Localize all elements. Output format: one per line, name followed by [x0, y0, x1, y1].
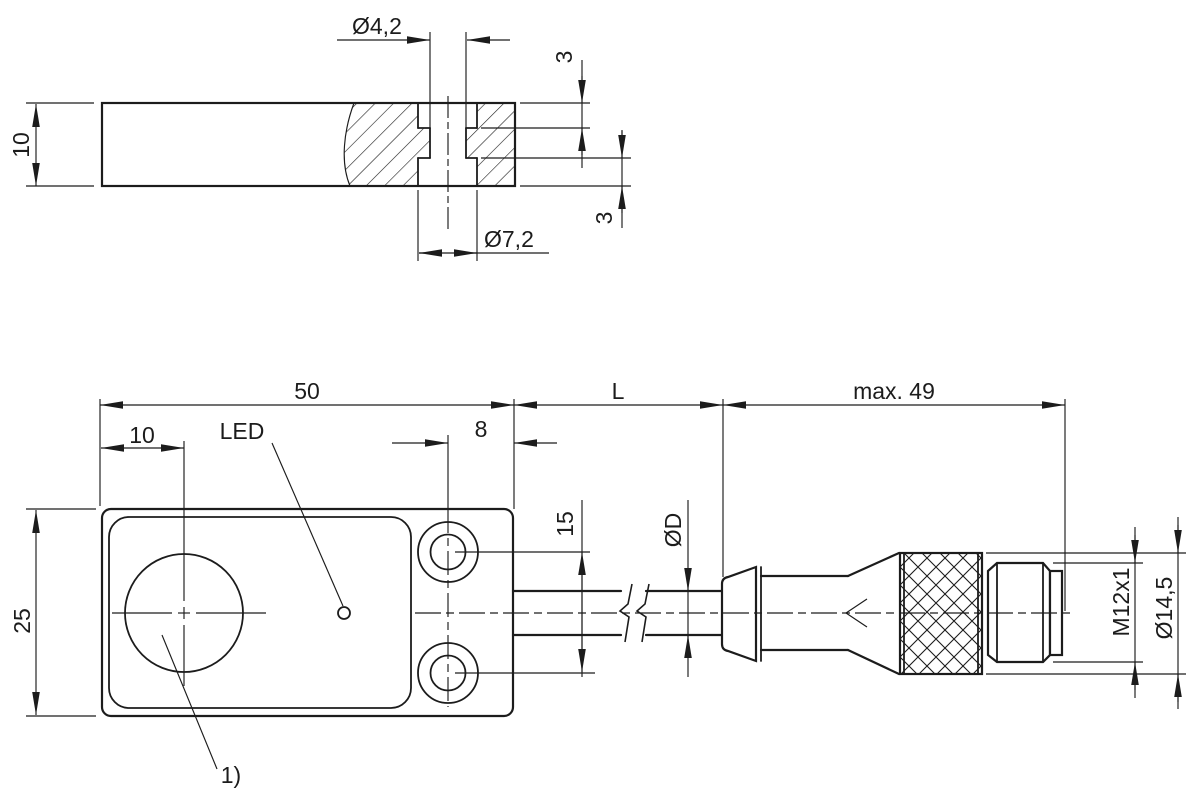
top-view-section: Ø4,2 Ø7,2 3 3 — [8, 13, 631, 261]
strain-relief-cone — [720, 565, 758, 663]
front-view: 50 L max. 49 10 8 15 ØD — [9, 378, 1186, 788]
counterbore-hole-outline — [417, 102, 478, 187]
dim-bore-diameter: Ø4,2 — [337, 13, 510, 44]
dim-active-face-offset: 10 — [101, 422, 184, 452]
dim-counterbore-diameter: Ø7,2 — [419, 226, 549, 257]
break-line — [343, 102, 355, 187]
dim-connector-length-text: max. 49 — [853, 378, 935, 404]
dim-hole-spacing: 15 — [455, 500, 595, 677]
dim-hole-spacing-text: 15 — [552, 511, 578, 537]
cable-break-symbol — [618, 583, 650, 643]
footnote-callout: 1) — [161, 634, 241, 788]
dim-housing-length-text: 50 — [294, 378, 320, 404]
dim-connector-diameter-text: Ø14,5 — [1151, 577, 1177, 640]
dim-hole-edge-distance: 8 — [392, 416, 557, 447]
dim-counterbore-depth-bottom-text: 3 — [591, 212, 617, 225]
dim-active-face-offset-text: 10 — [129, 422, 155, 448]
footnote-ref-text: 1) — [221, 762, 241, 788]
dim-housing-length: 50 L max. 49 — [99, 378, 1066, 611]
led-indicator — [337, 606, 351, 620]
dim-connector-diameter: Ø14,5 — [986, 517, 1186, 709]
active-face-frame — [108, 516, 412, 709]
dim-thread-spec-text: M12x1 — [1108, 567, 1134, 636]
dim-housing-width-text: 25 — [9, 608, 35, 634]
led-label: LED — [220, 418, 265, 444]
plate-outline — [100, 101, 517, 188]
dim-counterbore-depth-top-text: 3 — [551, 51, 577, 64]
sensing-face-crosshair — [112, 441, 266, 686]
dim-thread-spec: M12x1 — [1053, 527, 1143, 698]
dim-counterbore-diameter-text: Ø7,2 — [484, 226, 534, 252]
dim-cable-diameter: ØD — [660, 500, 692, 677]
dim-bore-diameter-text: Ø4,2 — [352, 13, 402, 39]
dim-counterbore-depth-bottom: 3 — [481, 130, 631, 228]
led-callout: LED — [220, 418, 351, 620]
dim-hole-edge-distance-text: 8 — [475, 416, 488, 442]
dim-housing-width: 25 — [9, 508, 96, 717]
dim-cable-diameter-text: ØD — [660, 513, 686, 548]
dim-cable-length-text: L — [612, 378, 625, 404]
cable — [511, 589, 724, 637]
dim-plate-thickness-text: 10 — [8, 132, 34, 158]
dim-plate-thickness: 10 — [8, 102, 94, 187]
dim-counterbore-depth-top: 3 — [481, 51, 590, 168]
